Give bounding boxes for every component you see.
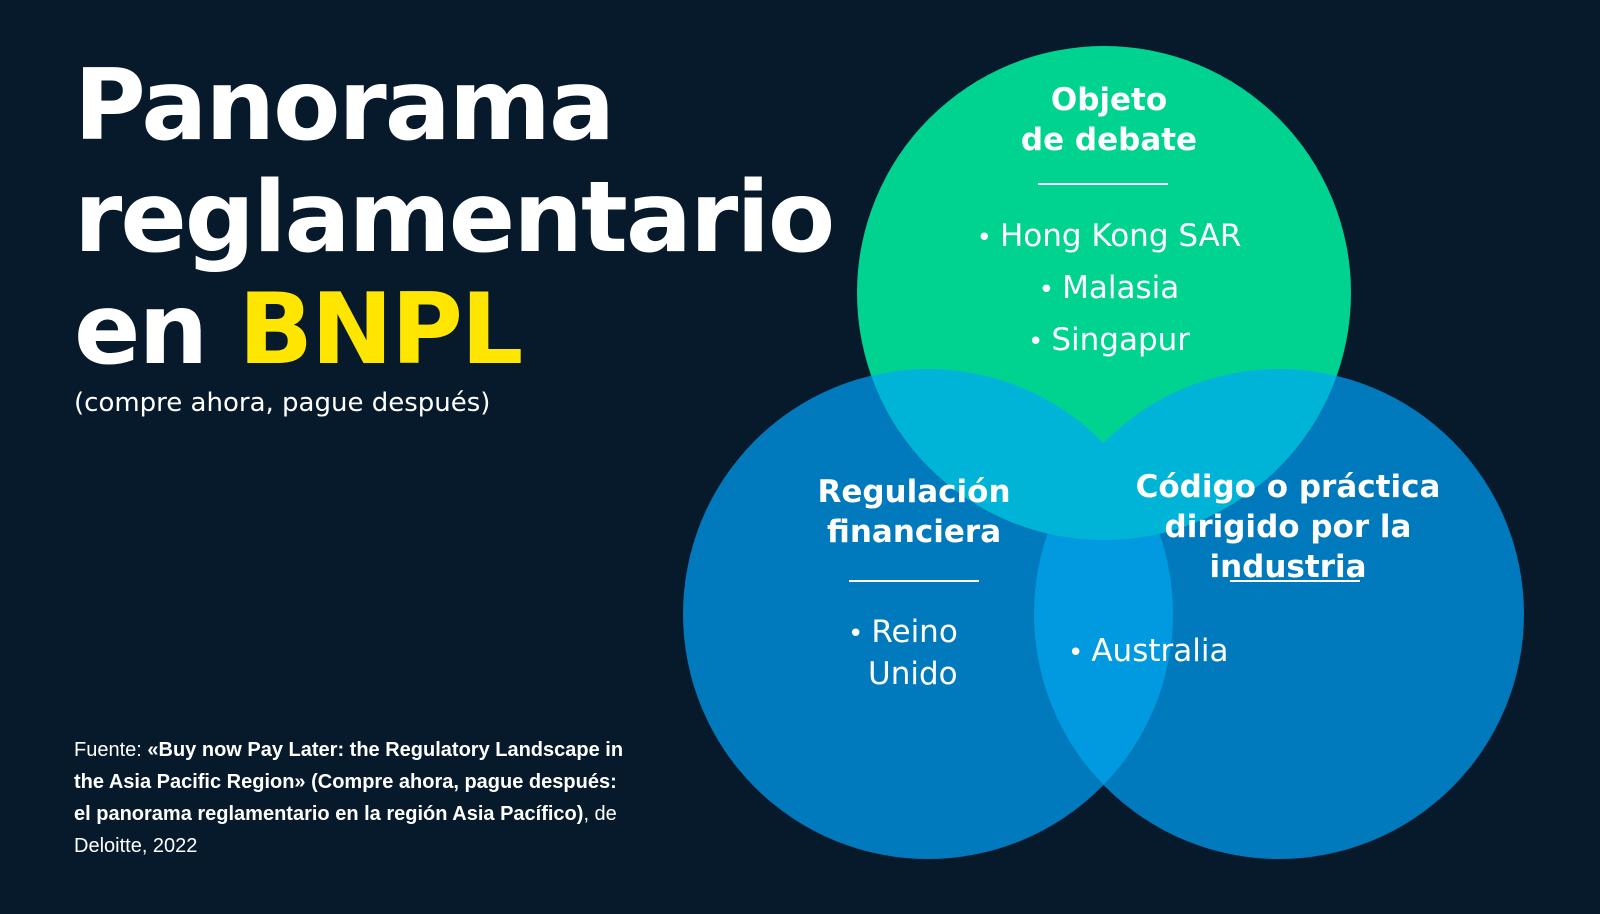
bullet: • [1068, 638, 1084, 668]
list-item: •Australia [1068, 626, 1288, 678]
left-circle-divider [849, 580, 979, 582]
top-circle-divider [1038, 183, 1168, 185]
page-title: Panorama reglamentario en BNPL [74, 49, 835, 386]
venn-overlap-top-left [857, 369, 1173, 540]
title-line-1: Panorama [74, 49, 615, 163]
venn-overlap-top-right [1034, 369, 1351, 540]
list-item: •Singapur [934, 315, 1284, 367]
source-title: «Buy now Pay Later: the Regulatory Lands… [74, 739, 624, 825]
left-circle-title: Regulación financiera [780, 472, 1048, 552]
bullet: • [1038, 275, 1055, 305]
right-circle-divider [1230, 580, 1360, 582]
list-item-text: Australia [1091, 633, 1229, 669]
list-item: •Malasia [934, 263, 1284, 315]
list-item: •Reino Unido [848, 612, 988, 694]
bullet: • [848, 619, 864, 649]
list-item-text: Hong Kong SAR [999, 218, 1242, 254]
right-circle-list: •Australia [1068, 626, 1288, 678]
source-prefix: Fuente: [74, 739, 148, 761]
right-circle-title: Código o práctica dirigido por la indust… [1082, 467, 1494, 587]
top-circle-list: •Hong Kong SAR •Malasia •Singapur [934, 211, 1284, 367]
left-title-line-1: Regulación [817, 474, 1011, 510]
title-line-2: reglamentario [74, 161, 835, 275]
left-circle-list: •Reino Unido [848, 612, 988, 694]
right-title-line-2: dirigido por la industria [1164, 509, 1412, 585]
page-subtitle: (compre ahora, pague después) [74, 388, 491, 418]
bullet: • [976, 223, 992, 253]
list-item-text: Reino Unido [868, 614, 958, 692]
title-line-3-prefix: en [74, 273, 239, 387]
source-suffix: , de Deloitte, 2022 [74, 803, 617, 857]
list-item-text: Malasia [1062, 270, 1180, 306]
left-title-line-2: financiera [826, 514, 1002, 550]
top-title-line-2: de debate [1020, 122, 1198, 158]
top-circle-title: Objeto de debate [954, 80, 1264, 160]
bullet: • [1027, 327, 1044, 357]
source-note: Fuente: «Buy now Pay Later: the Regulato… [74, 734, 634, 862]
list-item: •Hong Kong SAR [934, 211, 1284, 263]
title-line-3: en BNPL [74, 274, 833, 386]
top-title-line-1: Objeto [1050, 82, 1168, 118]
list-item-text: Singapur [1051, 322, 1191, 358]
right-title-line-1: Código o práctica [1135, 469, 1441, 505]
title-accent-bnpl: BNPL [238, 273, 523, 387]
